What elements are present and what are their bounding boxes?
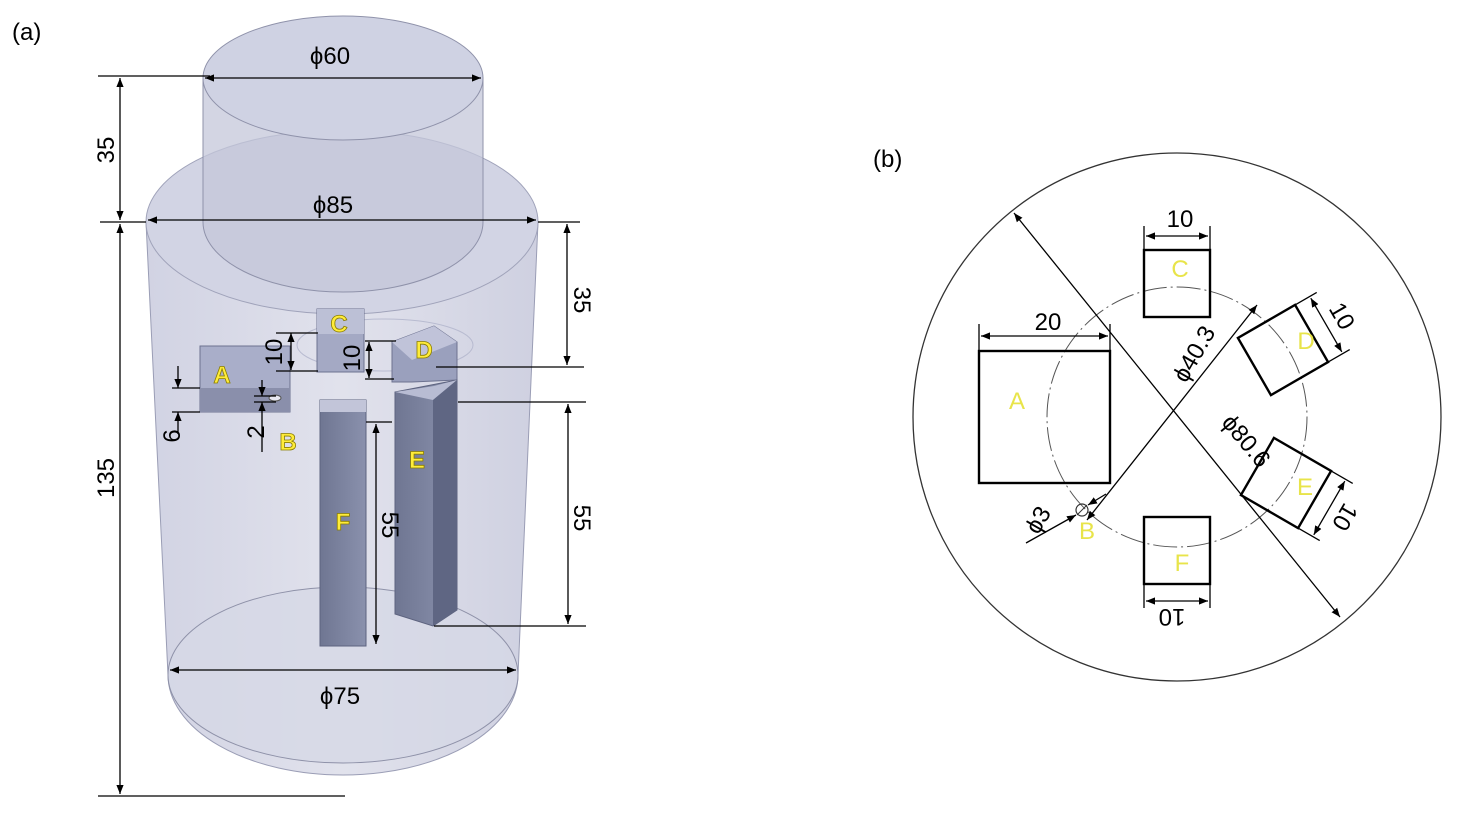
inner-ring bbox=[296, 318, 474, 372]
label-f-width: 10 bbox=[1159, 603, 1186, 630]
letter-b: B bbox=[1079, 518, 1095, 545]
rect-a bbox=[977, 349, 1112, 485]
letter-a: A bbox=[1009, 388, 1025, 415]
rect-c bbox=[1142, 248, 1212, 319]
label-body-height: 135 bbox=[93, 458, 120, 498]
label-top-height: 35 bbox=[93, 137, 120, 164]
panel-b: (b) 20 10 10 10 bbox=[873, 146, 1442, 682]
label-top-dia: ϕ60 bbox=[310, 43, 350, 70]
bar-f bbox=[319, 399, 367, 647]
dim-line-e-width bbox=[1313, 480, 1346, 536]
panel-b-label: (b) bbox=[873, 146, 902, 173]
letter-b: B bbox=[279, 429, 296, 456]
panel-a-label: (a) bbox=[12, 19, 41, 46]
label-c-height: 10 bbox=[261, 339, 288, 366]
label-mid-dia: ϕ85 bbox=[313, 192, 353, 219]
dim-line-hole-in bbox=[1025, 514, 1077, 544]
ext-line-d-top bbox=[1294, 291, 1318, 306]
letter-e: E bbox=[1297, 474, 1313, 501]
hole-b-symbol bbox=[1075, 503, 1089, 517]
ext-line-e-top bbox=[1330, 470, 1354, 484]
letter-d: D bbox=[1297, 328, 1314, 355]
label-outer-circle: ϕ80.6 bbox=[1216, 409, 1275, 472]
label-b-size: 2 bbox=[243, 425, 270, 438]
letter-d: D bbox=[415, 337, 432, 364]
label-right-len: 55 bbox=[568, 505, 595, 532]
label-c-width: 10 bbox=[1167, 206, 1194, 233]
label-inner-circle: ϕ40.3 bbox=[1168, 321, 1221, 387]
dim-line-d-width bbox=[1310, 297, 1343, 353]
bar-e bbox=[394, 379, 458, 627]
letter-a: A bbox=[213, 362, 230, 389]
letter-c: C bbox=[330, 311, 347, 338]
ext-line-e-bottom bbox=[1297, 527, 1321, 542]
dim-line-hole-out bbox=[1087, 493, 1107, 506]
letter-f: F bbox=[1175, 550, 1190, 577]
letter-c: C bbox=[1171, 256, 1188, 283]
label-a-width: 20 bbox=[1035, 309, 1062, 336]
letter-f: F bbox=[336, 509, 351, 536]
label-bottom-dia: ϕ75 bbox=[320, 683, 360, 710]
label-d-height: 10 bbox=[339, 345, 366, 372]
block-c bbox=[316, 308, 365, 373]
inner-circle bbox=[1046, 286, 1308, 548]
label-upper-offset: 35 bbox=[568, 287, 595, 314]
label-inner-len: 55 bbox=[376, 512, 403, 539]
label-a-offset: 6 bbox=[159, 429, 186, 442]
letter-e: E bbox=[409, 447, 425, 474]
outer-circle bbox=[912, 152, 1442, 682]
panel-a: (a) bbox=[12, 15, 595, 797]
rect-f bbox=[1142, 515, 1212, 586]
ext-line-d-bottom bbox=[1327, 349, 1351, 363]
dim-line-inner-circle bbox=[1086, 304, 1258, 521]
label-hole: ϕ3 bbox=[1020, 502, 1057, 539]
